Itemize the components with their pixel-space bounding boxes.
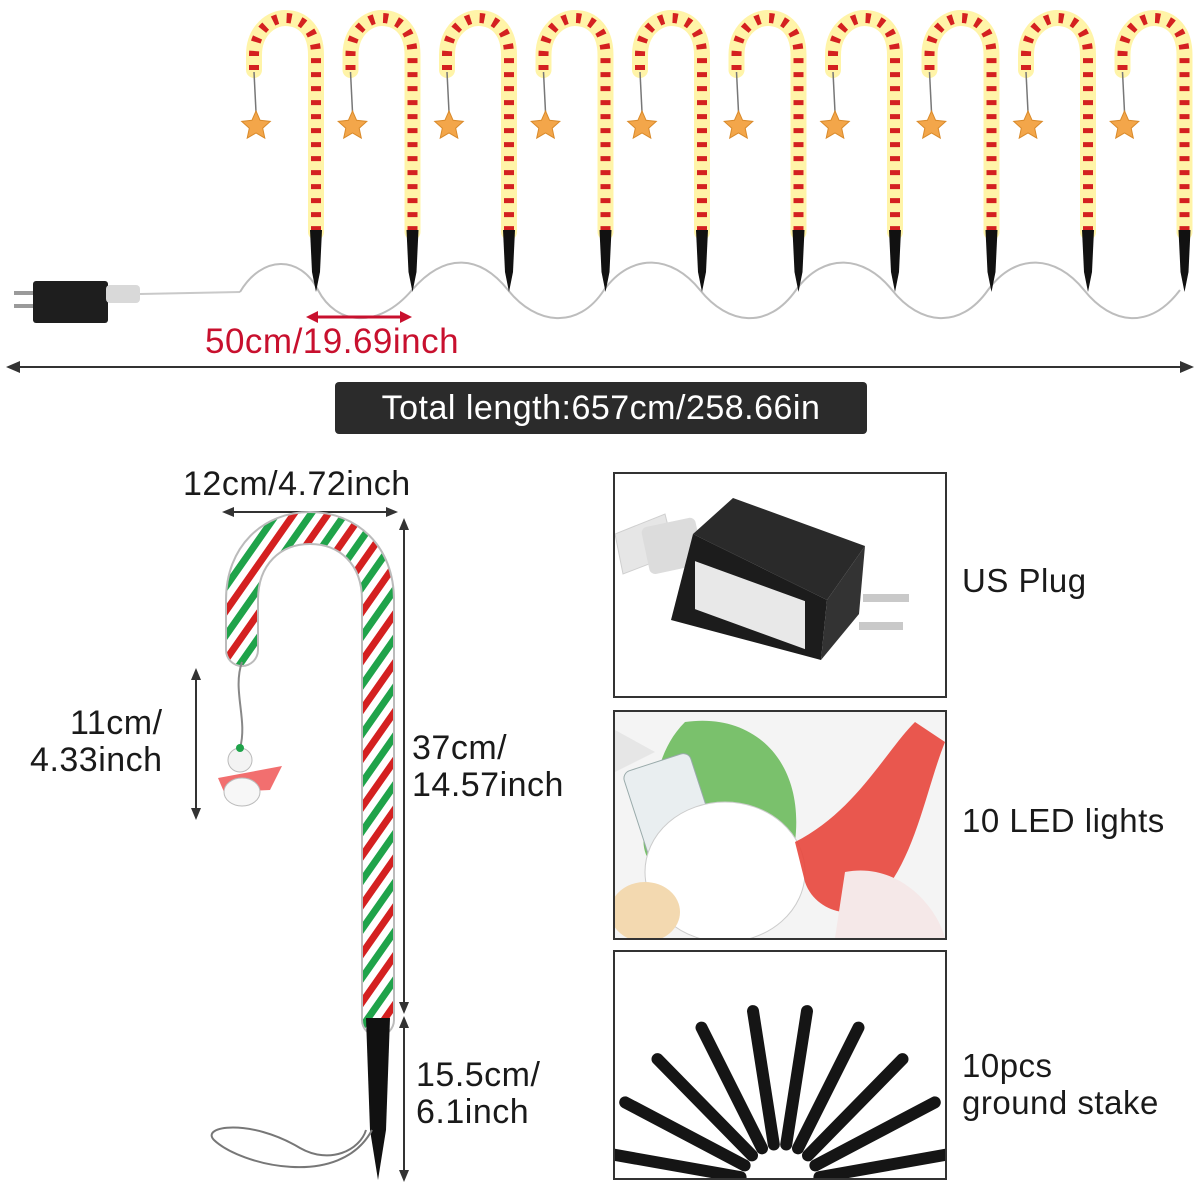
feature-label-us-plug: US Plug — [962, 562, 1087, 599]
ground-stake-4 — [695, 1021, 768, 1155]
candy-cane-string-illustration — [6, 9, 1194, 373]
ground-stake-3 — [651, 1053, 758, 1162]
pendant-dimension-arrow — [191, 668, 201, 820]
spacing-arrow — [306, 311, 412, 323]
total-length-arrow — [6, 361, 1194, 373]
ground-stake-10 — [813, 1148, 945, 1178]
candy-cane-row — [240, 9, 1193, 292]
spacing-label: 50cm/19.69inch — [205, 322, 460, 361]
ground-stakes-line1: 10pcs — [962, 1047, 1053, 1084]
us-plug-panel — [613, 472, 947, 698]
led-light-closeup-icon — [615, 712, 945, 938]
stake-height-arrow — [399, 1016, 409, 1182]
cane-height-line1: 37cm/ — [412, 729, 508, 767]
ground-stake-2 — [619, 1096, 751, 1172]
feature-label-ground-stakes: 10pcs ground stake — [962, 1047, 1159, 1122]
single-cane-diagram — [191, 507, 409, 1182]
connecting-wire — [239, 261, 1181, 320]
feature-label-led-lights: 10 LED lights — [962, 802, 1165, 839]
candy-cane-light-6 — [723, 9, 807, 292]
ground-stake-9 — [809, 1096, 941, 1172]
candy-cane-light-7 — [819, 9, 903, 292]
candy-cane-light-2 — [337, 9, 421, 292]
candy-cane-light-3 — [433, 9, 517, 292]
pendant-height-label: 11cm/ 4.33inch — [30, 704, 163, 778]
width-label: 12cm/4.72inch — [183, 465, 411, 503]
stake-height-label: 15.5cm/ 6.1inch — [416, 1057, 540, 1130]
candy-cane-light-1 — [240, 9, 324, 292]
cable-tail — [210, 1126, 373, 1169]
ground-stake-6 — [780, 1005, 813, 1151]
candy-cane-icon — [225, 510, 395, 1180]
ground-stake-7 — [792, 1021, 865, 1155]
cane-height-label: 37cm/ 14.57inch — [412, 730, 564, 803]
power-adapter-icon — [14, 281, 241, 323]
ground-stakes-panel — [613, 950, 947, 1180]
pendant-label-line2: 4.33inch — [30, 740, 163, 779]
cane-height-line2: 14.57inch — [412, 765, 564, 804]
candy-cane-light-4 — [530, 9, 614, 292]
stake-height-line2: 6.1inch — [416, 1092, 530, 1131]
ground-stake-8 — [802, 1053, 909, 1162]
us-plug-adapter-icon — [615, 498, 909, 660]
candy-cane-light-8 — [916, 9, 1000, 292]
ground-stake-1 — [615, 1148, 747, 1178]
ground-stake-5 — [747, 1005, 780, 1151]
ground-stakes-icon — [615, 1005, 945, 1178]
stake-height-line1: 15.5cm/ — [416, 1056, 541, 1094]
led-lights-panel — [613, 710, 947, 940]
cane-height-arrow — [399, 518, 409, 1014]
candy-cane-light-10 — [1109, 9, 1193, 292]
candy-cane-light-9 — [1012, 9, 1096, 292]
candy-cane-light-5 — [626, 9, 710, 292]
pendant-label-line1: 11cm/ — [70, 704, 163, 742]
total-length-badge: Total length:657cm/258.66in — [335, 382, 867, 434]
ground-stakes-line2: ground stake — [962, 1083, 1159, 1121]
snowman-pendant-icon — [218, 661, 282, 807]
